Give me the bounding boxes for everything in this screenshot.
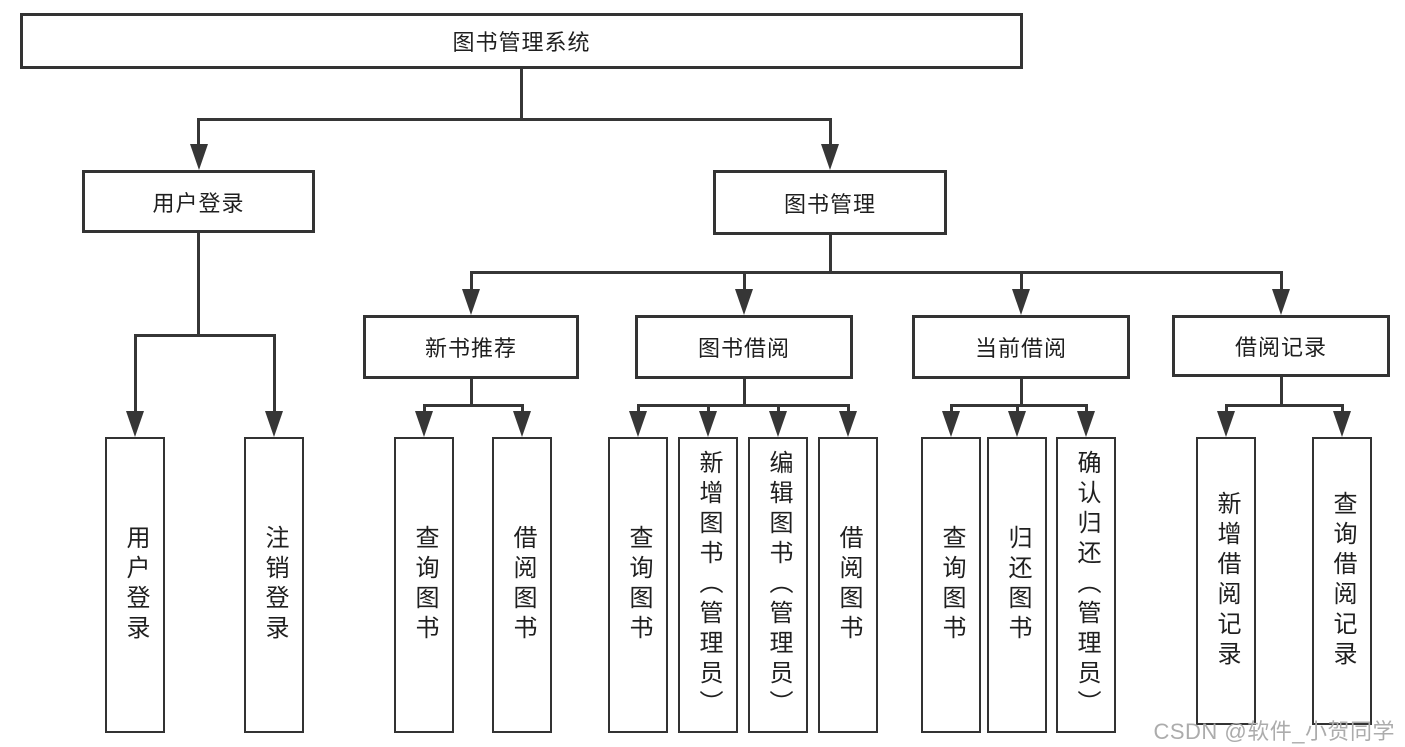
arrow-down-icon — [1217, 411, 1235, 437]
leaf-borrow-books-recommend: 借阅图书 — [492, 437, 552, 733]
leaf-logout: 注销登录 — [244, 437, 304, 733]
connector-current-drop-2 — [1015, 404, 1019, 415]
arrow-down-icon — [629, 411, 647, 437]
connector-borrow-branch — [636, 404, 850, 407]
connector-records-drop-2 — [1340, 404, 1344, 415]
connector-mgmt-drop-4 — [1279, 271, 1283, 291]
connector-root-drop-right — [828, 118, 832, 146]
connector-borrow-drop-1 — [636, 404, 640, 415]
arrow-down-icon — [513, 411, 531, 437]
arrow-down-icon — [942, 411, 960, 437]
arrow-down-icon — [415, 411, 433, 437]
connector-root-branch — [197, 118, 832, 121]
arrow-down-icon — [1012, 289, 1030, 315]
leaf-query-books-recommend: 查询图书 — [394, 437, 454, 733]
connector-mgmt-stem — [828, 235, 832, 274]
leaf-query-borrow-record: 查询借阅记录 — [1312, 437, 1372, 725]
arrow-down-icon — [769, 411, 787, 437]
leaf-confirm-return-admin: 确认归还（管理员） — [1056, 437, 1116, 733]
connector-root-stem — [520, 69, 523, 121]
connector-recommend-drop-1 — [422, 404, 426, 415]
node-new-book-recommend: 新书推荐 — [363, 315, 579, 379]
connector-records-stem — [1279, 377, 1283, 407]
connector-login-drop-2 — [272, 334, 276, 414]
connector-records-drop-1 — [1224, 404, 1228, 415]
leaf-query-books-borrow: 查询图书 — [608, 437, 668, 733]
connector-mgmt-drop-2 — [742, 271, 746, 291]
leaf-user-login: 用户登录 — [105, 437, 165, 733]
connector-login-drop-1 — [133, 334, 137, 414]
arrow-down-icon — [189, 144, 208, 170]
arrow-down-icon — [735, 289, 753, 315]
connector-current-drop-3 — [1084, 404, 1088, 415]
connector-mgmt-drop-3 — [1019, 271, 1023, 291]
arrow-down-icon — [1077, 411, 1095, 437]
leaf-return-books: 归还图书 — [987, 437, 1047, 733]
node-book-management: 图书管理 — [713, 170, 947, 235]
node-book-borrow: 图书借阅 — [635, 315, 853, 379]
arrow-down-icon — [821, 144, 839, 170]
arrow-down-icon — [265, 411, 283, 437]
arrow-down-icon — [126, 411, 144, 437]
csdn-watermark: CSDN @软件_小贺同学 — [1153, 719, 1395, 744]
connector-root-drop-left — [197, 118, 200, 146]
connector-current-stem — [1019, 379, 1023, 407]
connector-current-drop-1 — [949, 404, 953, 415]
connector-login-branch — [133, 334, 276, 337]
connector-mgmt-branch — [469, 271, 1283, 274]
leaf-borrow-books: 借阅图书 — [818, 437, 878, 733]
connector-borrow-drop-3 — [776, 404, 780, 415]
leaf-add-books-admin: 新增图书（管理员） — [678, 437, 738, 733]
node-borrow-records: 借阅记录 — [1172, 315, 1390, 377]
arrow-down-icon — [1272, 289, 1290, 315]
connector-records-branch — [1224, 404, 1344, 407]
arrow-down-icon — [1333, 411, 1351, 437]
connector-borrow-stem — [742, 379, 746, 407]
arrow-down-icon — [462, 289, 480, 315]
node-current-borrow: 当前借阅 — [912, 315, 1130, 379]
connector-borrow-drop-4 — [846, 404, 850, 415]
arrow-down-icon — [839, 411, 857, 437]
arrow-down-icon — [699, 411, 717, 437]
connector-borrow-drop-2 — [706, 404, 710, 415]
connector-recommend-drop-2 — [520, 404, 524, 415]
connector-mgmt-drop-1 — [469, 271, 473, 291]
arrow-down-icon — [1008, 411, 1026, 437]
leaf-query-books-current: 查询图书 — [921, 437, 981, 733]
connector-recommend-branch — [422, 404, 524, 407]
connector-current-branch — [949, 404, 1088, 407]
leaf-edit-books-admin: 编辑图书（管理员） — [748, 437, 808, 733]
connector-recommend-stem — [469, 379, 473, 407]
connector-login-stem — [197, 233, 200, 337]
node-user-login: 用户登录 — [82, 170, 315, 233]
node-library-management-system: 图书管理系统 — [20, 13, 1023, 69]
leaf-add-borrow-record: 新增借阅记录 — [1196, 437, 1256, 725]
